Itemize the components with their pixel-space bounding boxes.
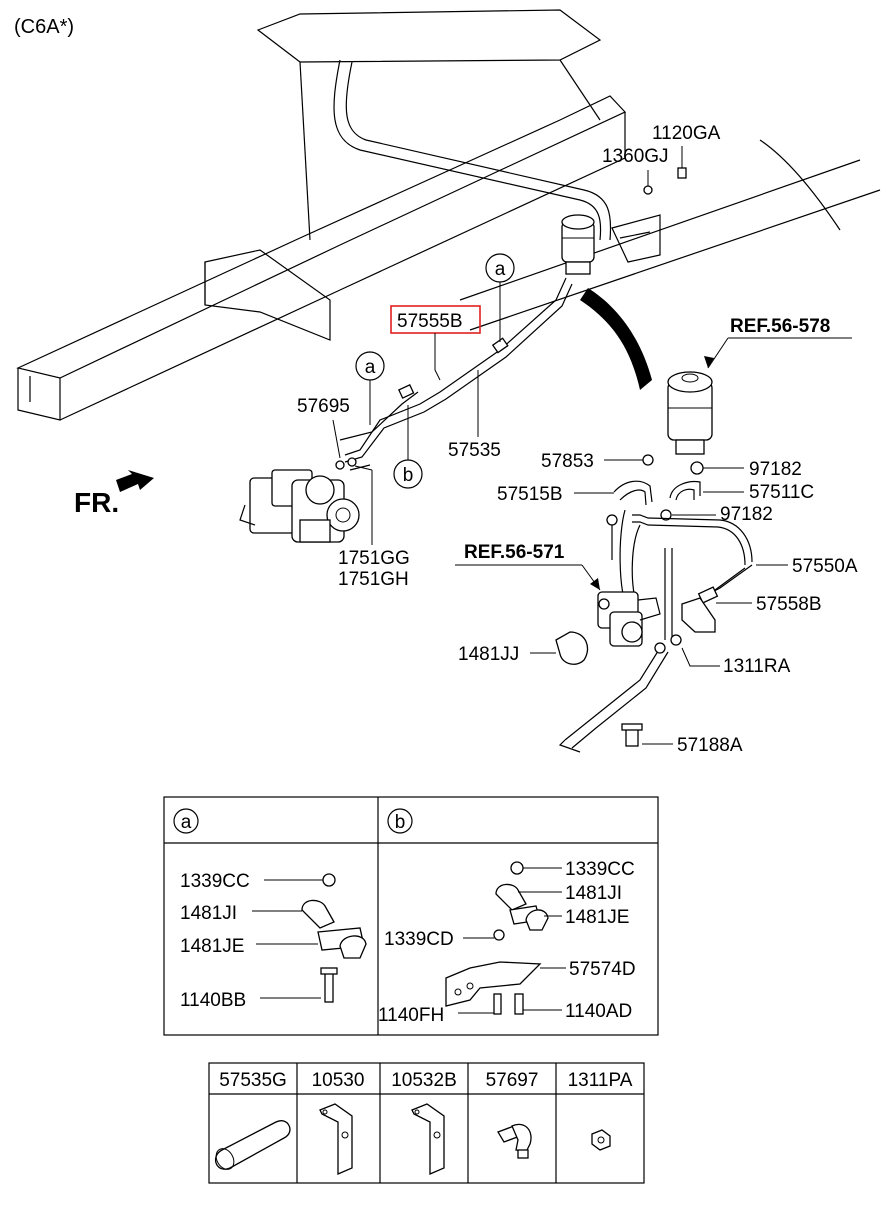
part-nut: [591, 1129, 611, 1151]
detail-b-key: b: [395, 812, 406, 833]
label-1751GH: 1751GH: [338, 569, 409, 590]
clip-1481jj: [555, 631, 589, 665]
valve-ref-571: [597, 591, 661, 647]
chassis-frame: [16, 9, 881, 421]
part-bracket-10532b: [411, 1103, 445, 1175]
parts-header-4: 57697: [486, 1070, 539, 1091]
detail-a-label-1: 1339CC: [180, 871, 250, 892]
label-97182-a: 97182: [749, 459, 802, 480]
model-code: (C6A*): [14, 16, 74, 38]
svg-text:a: a: [495, 259, 506, 280]
hoses-fittings: [558, 454, 753, 753]
label-57853: 57853: [541, 451, 594, 472]
detail-a-key: a: [181, 812, 192, 833]
label-57550A: 57550A: [792, 556, 858, 577]
parts-header-3: 10532B: [391, 1070, 457, 1091]
label-57558B: 57558B: [756, 594, 822, 615]
detail-b-label-3: 1481JE: [565, 907, 629, 928]
label-57188A: 57188A: [677, 735, 743, 756]
label-57535: 57535: [448, 440, 501, 461]
parts-table: 57535G 10530 10532B 57697 1311PA: [208, 1062, 645, 1184]
canister-top: [561, 214, 595, 275]
detail-a-label-4: 1140BB: [180, 990, 246, 1011]
svg-text:b: b: [403, 465, 414, 486]
detail-b-label-2: 1481JI: [565, 883, 622, 904]
detail-b-label-5: 57574D: [569, 959, 636, 980]
callout-a2: a: [355, 351, 385, 425]
detail-b-label-1: 1339CC: [565, 859, 635, 880]
detail-a-parts: 1339CC 1481JI 1481JE 1140BB: [180, 871, 367, 1011]
detail-b-label-4: 1339CD: [384, 929, 454, 950]
label-57511C: 57511C: [749, 482, 814, 503]
detail-box: a b 1339CC 1481JI 1481JE 1140BB: [163, 796, 659, 1036]
label-97182-b: 97182: [720, 504, 773, 525]
detail-b-label-6: 1140FH: [378, 1005, 444, 1026]
ref-56-578: REF.56-578: [730, 316, 830, 337]
part-bracket-10530: [319, 1103, 353, 1175]
detail-a-label-3: 1481JE: [180, 936, 244, 957]
label-57555B: 57555B: [397, 311, 463, 332]
detail-a-label-2: 1481JI: [180, 903, 237, 924]
detail-b-label-7: 1140AD: [565, 1001, 632, 1022]
label-1120GA: 1120GA: [652, 123, 721, 144]
label-57695: 57695: [297, 396, 350, 417]
parts-header-1: 57535G: [219, 1070, 287, 1091]
canister-right: [667, 371, 713, 455]
label-1311RA: 1311RA: [723, 656, 791, 677]
part-sleeve: [214, 1120, 291, 1170]
main-labels: 57555B 57695 57535 1751GG 1751GH 1120GA …: [297, 123, 858, 756]
label-1481JJ: 1481JJ: [458, 644, 519, 665]
svg-text:a: a: [365, 357, 376, 378]
callout-b: b: [393, 405, 423, 489]
parts-header-5: 1311PA: [568, 1070, 633, 1091]
label-1360GJ: 1360GJ: [602, 146, 669, 167]
part-elbow-fitting: [497, 1123, 532, 1159]
brake-valve-assembly: [239, 469, 360, 543]
front-direction: FR.: [74, 470, 154, 518]
detail-arrow: [580, 288, 652, 390]
label-57515B: 57515B: [497, 484, 563, 505]
parts-header-2: 10530: [312, 1070, 365, 1091]
label-1751GG: 1751GG: [338, 548, 410, 569]
ref-56-571: REF.56-571: [464, 542, 565, 563]
detail-b-parts: 1339CC 1481JI 1481JE 1339CD 57574D 1140F…: [378, 859, 636, 1026]
svg-text:FR.: FR.: [74, 487, 119, 518]
callout-a1: a: [485, 253, 515, 342]
